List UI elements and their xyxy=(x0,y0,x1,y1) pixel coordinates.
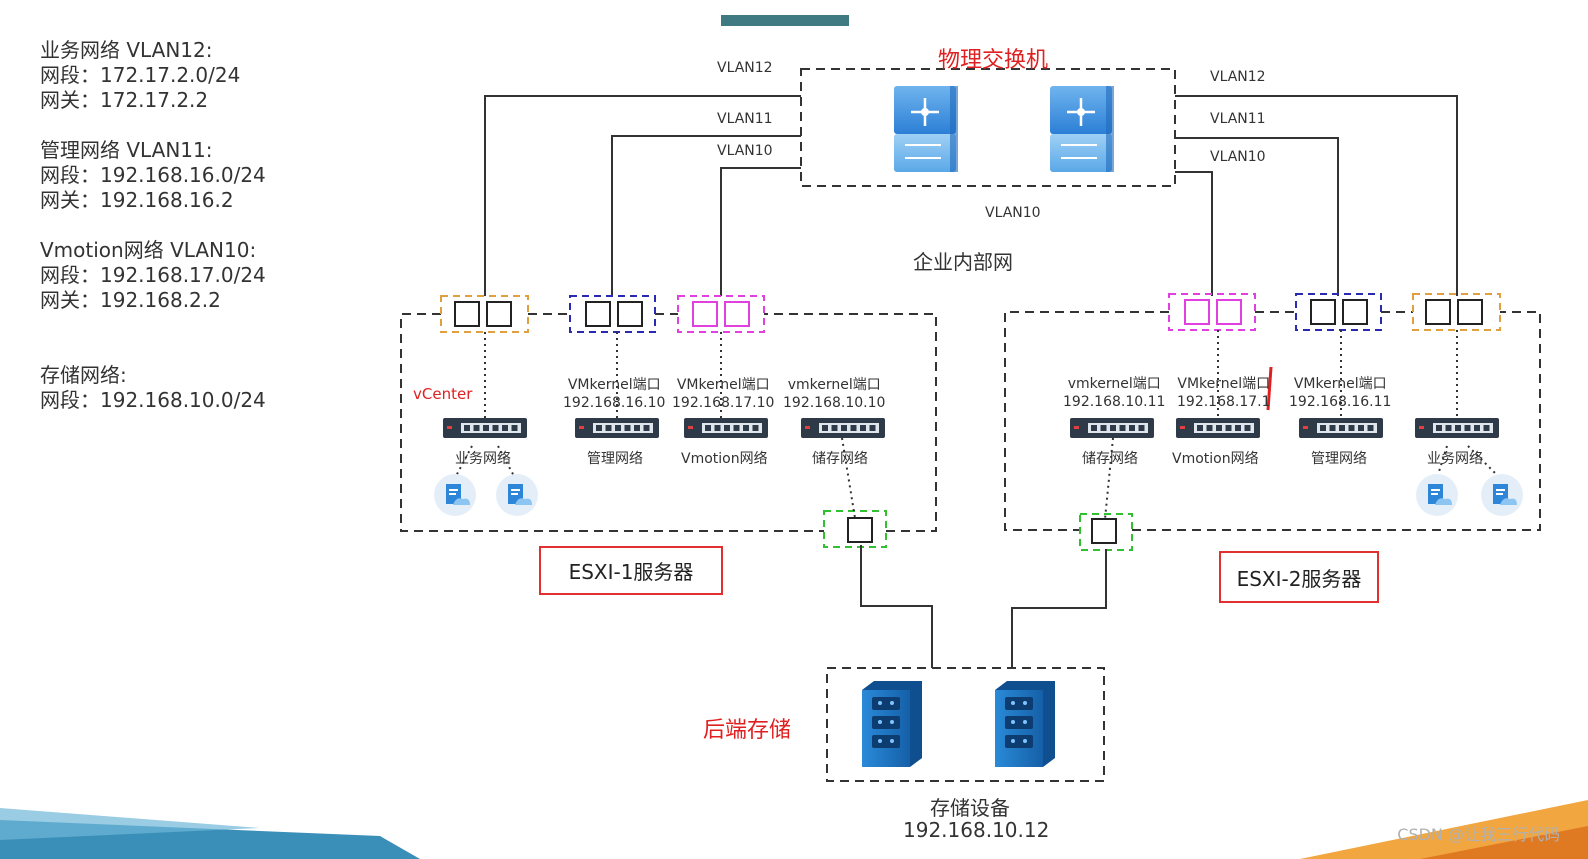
esxi2-vm-1-icon xyxy=(1416,474,1458,516)
esxi1-port-biz xyxy=(440,295,529,333)
esxi2-sw-vmotion-label: Vmotion网络 xyxy=(1172,451,1259,467)
legend-business: 业务网络 VLAN12: 网段：172.17.2.0/24 网关：172.17.… xyxy=(40,38,240,113)
esxi1-vswitch-mgmt-icon xyxy=(575,418,659,438)
esxi2-vmk-storage-label: vmkernel端口 xyxy=(1067,376,1161,392)
vlan10-right-label: VLAN10 xyxy=(1210,149,1266,165)
esxi2-box xyxy=(1004,311,1541,531)
esxi2-sw-mgmt-label: 管理网络 xyxy=(1311,451,1367,467)
legend-storage: 存储网络: 网段：192.168.10.0/24 xyxy=(40,363,266,413)
esxi2-vmk-mgmt: VMkernel端口 192.168.16.11 xyxy=(1289,375,1391,411)
legend-vmotion-gateway: 网关：192.168.2.2 xyxy=(40,288,221,312)
bottom-stripe-right-2 xyxy=(1420,826,1588,859)
storage-box xyxy=(826,667,1105,782)
esxi1-vmk-storage: vmkernel端口 192.168.10.10 xyxy=(783,376,885,412)
esxi1-port-vmotion xyxy=(677,295,765,333)
vlan11-left-label: VLAN11 xyxy=(717,111,773,127)
esxi2-vswitch-storage-icon xyxy=(1070,418,1154,438)
esxi2-vmk-storage-ip: 192.168.10.11 xyxy=(1063,394,1166,410)
storage-device-label: 存储设备 xyxy=(930,796,1010,820)
esxi2-vm-2-icon xyxy=(1481,474,1523,516)
core-switch-2-icon xyxy=(1050,86,1114,172)
bottom-stripe-left-2 xyxy=(0,808,260,840)
esxi1-sw-mgmt-label: 管理网络 xyxy=(587,451,643,467)
legend-vmotion-title: Vmotion网络 VLAN10: xyxy=(40,238,257,262)
esxi2-vmk-mgmt-ip: 192.168.16.11 xyxy=(1289,394,1392,410)
vcenter-label: vCenter xyxy=(413,385,473,403)
esxi1-vswitch-vmotion-icon xyxy=(684,418,768,438)
vlan10-center-label: VLAN10 xyxy=(985,205,1041,221)
esxi1-vmk-storage-ip: 192.168.10.10 xyxy=(783,395,886,411)
esxi2-vmk-mgmt-label: VMkernel端口 xyxy=(1293,376,1387,392)
esxi1-sw-storage-label: 储存网络 xyxy=(812,451,868,467)
esxi1-vmk-storage-label: vmkernel端口 xyxy=(787,377,881,393)
legend-vmotion: Vmotion网络 VLAN10: 网段：192.168.17.0/24 网关：… xyxy=(40,238,266,313)
vlan12-left-label: VLAN12 xyxy=(717,60,773,76)
esxi2-title: ESXI-2服务器 xyxy=(1219,551,1379,603)
legend-biz-segment: 网段：172.17.2.0/24 xyxy=(40,63,241,87)
esxi1-port-storage xyxy=(823,510,887,548)
esxi2-sw-biz-label: 业务网络 xyxy=(1427,451,1483,467)
esxi2-port-biz xyxy=(1412,293,1501,331)
esxi1-vswitch-storage-icon xyxy=(801,418,885,438)
legend-biz-gateway: 网关：172.17.2.2 xyxy=(40,88,209,112)
legend-mgmt-segment: 网段：192.168.16.0/24 xyxy=(40,163,266,187)
uplink-vlan12-right xyxy=(1175,95,1458,296)
esxi1-title: ESXI-1服务器 xyxy=(539,546,723,595)
legend-mgmt-gateway: 网关：192.168.16.2 xyxy=(40,188,234,212)
esxi1-vm-2-icon xyxy=(496,474,538,516)
esxi1-sw-vmotion-label: Vmotion网络 xyxy=(681,451,768,467)
core-switch-1-icon xyxy=(894,86,958,172)
esxi1-box xyxy=(400,313,937,532)
legend-management: 管理网络 VLAN11: 网段：192.168.16.0/24 网关：192.1… xyxy=(40,138,266,213)
annotation-mark xyxy=(1266,366,1273,411)
uplink-vlan11-left xyxy=(611,135,801,296)
esxi1-sw-biz-label: 业务网络 xyxy=(455,451,511,467)
uplink-vlan12-left xyxy=(484,95,801,296)
esxi1-vmk-mgmt: VMkernel端口 192.168.16.10 xyxy=(563,376,665,412)
storage-device-2-icon xyxy=(995,681,1055,767)
legend-biz-title: 业务网络 VLAN12: xyxy=(40,38,213,62)
esxi1-vmk-vmotion-label: VMkernel端口 xyxy=(676,377,770,393)
esxi1-vmk-mgmt-ip: 192.168.16.10 xyxy=(563,395,666,411)
vlan11-right-label: VLAN11 xyxy=(1210,111,1266,127)
esxi2-sw-storage-label: 储存网络 xyxy=(1082,451,1138,467)
esxi2-port-mgmt xyxy=(1295,293,1382,331)
storage-ip-label: 192.168.10.12 xyxy=(903,818,1050,842)
storage-device-1-icon xyxy=(862,681,922,767)
vlan12-right-label: VLAN12 xyxy=(1210,69,1266,85)
accent-bar xyxy=(721,15,849,26)
uplink-vlan11-right xyxy=(1175,137,1339,296)
vlan10-left-label: VLAN10 xyxy=(717,143,773,159)
intranet-label: 企业内部网 xyxy=(913,250,1013,274)
esxi1-vswitch-biz-icon xyxy=(443,418,527,438)
storage-link-1 xyxy=(860,545,933,668)
switch-group-box xyxy=(800,68,1176,187)
esxi1-port-mgmt xyxy=(569,295,656,333)
legend-vmotion-segment: 网段：192.168.17.0/24 xyxy=(40,263,266,287)
switch-title: 物理交换机 xyxy=(938,48,1049,73)
esxi2-port-storage xyxy=(1079,513,1133,551)
esxi2-vmk-storage: vmkernel端口 192.168.10.11 xyxy=(1063,375,1165,411)
esxi2-vswitch-biz-icon xyxy=(1415,418,1499,438)
esxi2-vmk-vmotion: VMkernel端口 192.168.17.1 xyxy=(1177,375,1271,411)
esxi1-vmk-vmotion-ip: 192.168.17.10 xyxy=(672,395,775,411)
esxi1-vmk-mgmt-label: VMkernel端口 xyxy=(567,377,661,393)
storage-link-2 xyxy=(1011,549,1107,668)
esxi1-vm-1-icon xyxy=(434,474,476,516)
esxi2-port-vmotion xyxy=(1168,293,1256,331)
storage-title: 后端存储 xyxy=(703,718,792,743)
legend-storage-title: 存储网络: xyxy=(40,363,127,387)
watermark: CSDN @让我三行代码 xyxy=(1397,825,1560,844)
uplink-vlan10-right xyxy=(1175,171,1213,296)
esxi2-vswitch-vmotion-icon xyxy=(1176,418,1260,438)
legend-storage-segment: 网段：192.168.10.0/24 xyxy=(40,388,266,412)
legend-mgmt-title: 管理网络 VLAN11: xyxy=(40,138,213,162)
esxi2-vmk-vmotion-ip: 192.168.17.1 xyxy=(1177,394,1271,410)
esxi1-vmk-vmotion: VMkernel端口 192.168.17.10 xyxy=(672,376,774,412)
esxi2-vswitch-mgmt-icon xyxy=(1299,418,1383,438)
uplink-vlan10-left xyxy=(720,167,801,296)
esxi2-vmk-vmotion-label: VMkernel端口 xyxy=(1177,376,1271,392)
